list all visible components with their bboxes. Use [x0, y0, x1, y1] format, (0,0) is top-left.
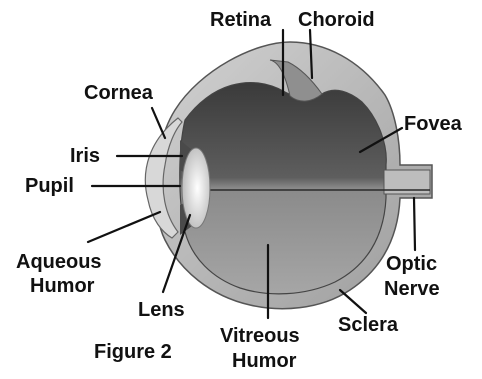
aqueous-humor-label-line1: Aqueous [16, 251, 102, 273]
optic-nerve-label-line1: Optic [386, 253, 437, 275]
pupil-label: Pupil [25, 175, 74, 197]
vitreous-chamber [180, 83, 387, 294]
aqueous-humor-leader [88, 212, 160, 242]
optic-nerve-leader [414, 198, 415, 250]
choroid-label: Choroid [298, 9, 375, 31]
sclera-label: Sclera [338, 314, 399, 336]
cornea-leader [152, 108, 165, 138]
vitreous-humor-label-line2: Humor [232, 350, 297, 372]
retina-label: Retina [210, 9, 272, 31]
vitreous-humor-label-line1: Vitreous [220, 325, 300, 347]
cornea-label: Cornea [84, 82, 154, 104]
lens-shape [182, 148, 210, 228]
sclera-leader [340, 290, 366, 313]
iris-label: Iris [70, 145, 100, 167]
optic-nerve-label-line2: Nerve [384, 278, 440, 300]
figure-caption: Figure 2 [94, 341, 172, 363]
lens-label: Lens [138, 299, 185, 321]
fovea-label: Fovea [404, 113, 463, 135]
aqueous-humor-label-line2: Humor [30, 275, 95, 297]
